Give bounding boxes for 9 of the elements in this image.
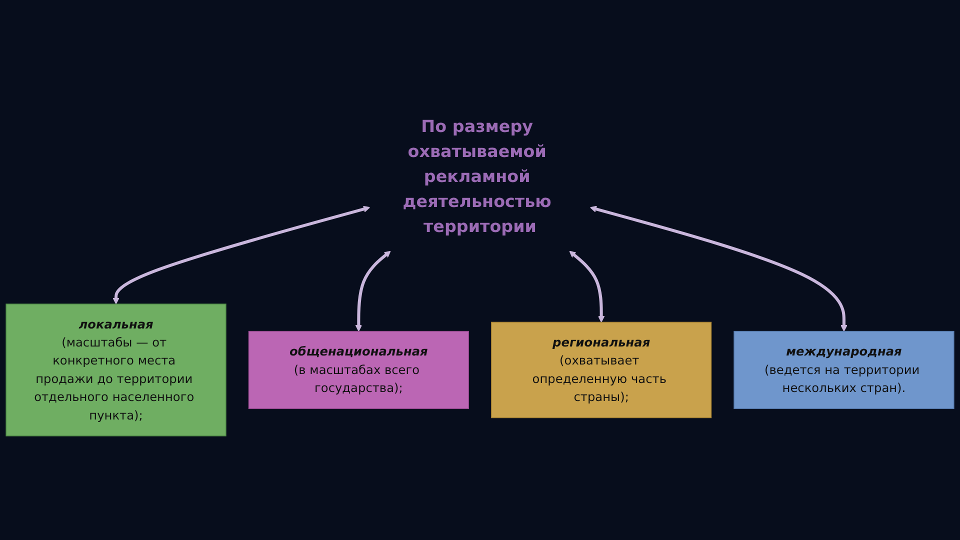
node-box: региональная (охватывает определенную часть страны); [491, 322, 712, 419]
arrow [569, 251, 605, 323]
arrow [355, 251, 391, 332]
node-text: По размеру охватываемой рекламной деятельностью территории [402, 118, 552, 238]
node-box: международная (ведется на территории нескольких стран). [734, 331, 954, 410]
node-box: общенациональная (в масштабах всего государства); [248, 331, 469, 410]
node-box: локальная (масштабы — от конкретного места продажи до территории отдельного населенного пункта); [6, 304, 226, 437]
arrow [590, 206, 848, 332]
arrow [112, 206, 370, 305]
